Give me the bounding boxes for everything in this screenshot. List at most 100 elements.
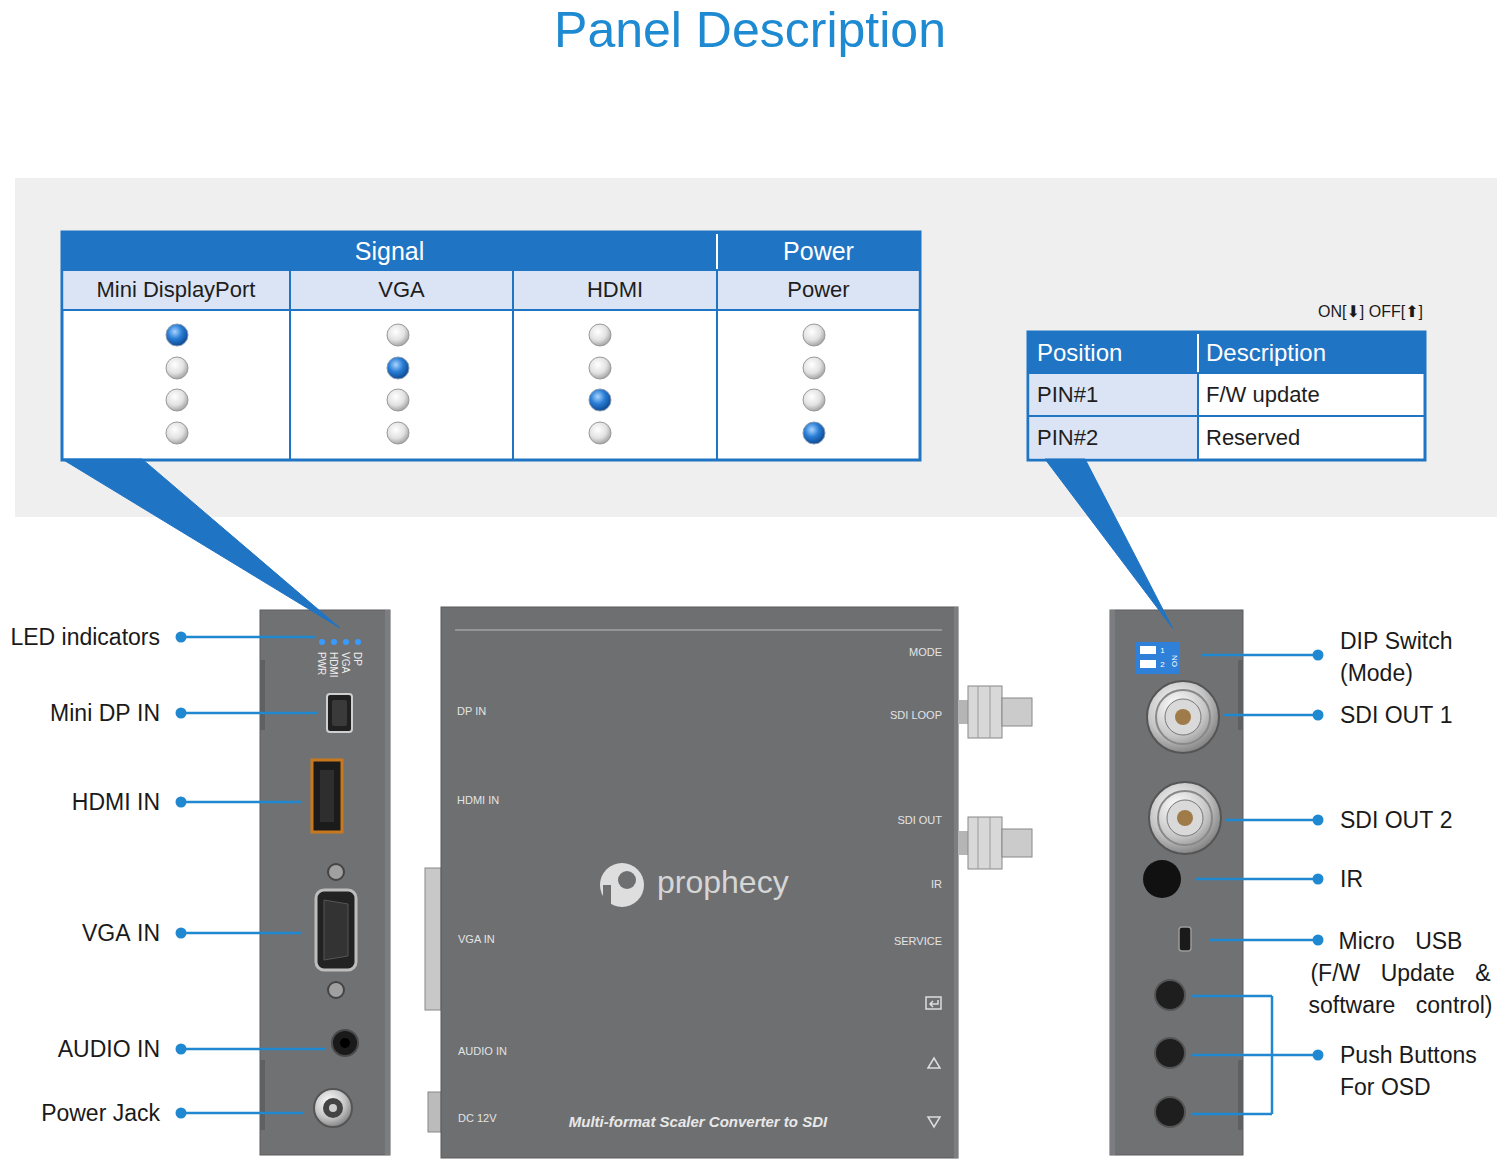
leader-line xyxy=(181,932,302,935)
product-name: Multi-format Scaler Converter to SDI xyxy=(538,1112,858,1132)
dip-switch xyxy=(1140,660,1156,668)
callout-label: IR xyxy=(1340,865,1490,893)
leader-dot xyxy=(1313,710,1324,721)
led-label: PWR xyxy=(316,652,327,682)
led-indicator xyxy=(343,639,349,645)
micro-usb-port xyxy=(1179,927,1191,951)
led-dot xyxy=(589,324,611,346)
led-dot xyxy=(166,324,188,346)
bnc-socket xyxy=(1158,791,1212,845)
switch-on-mark: ON xyxy=(1170,652,1179,670)
hdmi-port xyxy=(312,760,342,832)
bnc-socket xyxy=(1147,681,1221,854)
led-table-grid xyxy=(62,309,920,311)
switch-number: 2 xyxy=(1158,660,1167,669)
right-side-panel xyxy=(1110,610,1115,1155)
right-side-panel xyxy=(1238,1060,1243,1130)
led-table-grid xyxy=(289,270,291,460)
switch-number: 1 xyxy=(1158,646,1167,655)
audio-jack xyxy=(332,1030,358,1056)
table-header: Signal xyxy=(62,232,717,270)
power-jack xyxy=(314,1089,352,1127)
leader-line xyxy=(1192,1113,1272,1116)
background-band xyxy=(15,178,1497,517)
led-indicator xyxy=(331,639,337,645)
led-dot xyxy=(387,324,409,346)
bnc-connector xyxy=(978,686,979,738)
table-cell: Mini DisplayPort xyxy=(62,270,290,310)
leader-dot xyxy=(1313,815,1324,826)
background-band xyxy=(15,178,1497,517)
bnc-socket xyxy=(1177,810,1193,826)
port-label: DC 12V xyxy=(458,1111,528,1125)
left-side-panel xyxy=(260,610,390,1155)
brand-logo xyxy=(600,863,644,907)
bnc-connector xyxy=(968,817,1002,869)
push-button xyxy=(1155,1097,1185,1127)
dip-table-grid xyxy=(1028,415,1425,417)
led-dot xyxy=(589,389,611,411)
leader-line xyxy=(1202,654,1318,657)
bnc-socket xyxy=(1156,690,1210,744)
bnc-connector xyxy=(968,686,1002,738)
led-indicator xyxy=(319,639,361,645)
right-side-panel xyxy=(1110,610,1243,1155)
bnc-connector xyxy=(958,700,968,724)
led-label: HDMI xyxy=(328,652,339,682)
ir-window xyxy=(1143,860,1181,898)
led-table-grid xyxy=(512,270,514,460)
table-cell: PIN#2 xyxy=(1037,416,1197,460)
led-table-grid xyxy=(62,232,920,460)
leader-dot xyxy=(176,708,187,719)
bnc-socket xyxy=(1175,709,1191,725)
brand-logo xyxy=(603,885,611,905)
dip-switch xyxy=(1140,646,1156,654)
push-button xyxy=(1155,980,1185,1010)
dip-table-grid xyxy=(1197,334,1199,373)
led-dot xyxy=(166,422,188,444)
micro-usb-port xyxy=(1179,927,1191,951)
table-cell: HDMI xyxy=(513,270,717,310)
audio-jack xyxy=(332,1030,358,1056)
led-dot xyxy=(166,357,188,379)
callout-label: Push Buttons For OSD xyxy=(1340,1039,1490,1103)
left-side-panel xyxy=(260,660,265,730)
dip-table-grid xyxy=(1028,332,1425,460)
leader-dot xyxy=(1313,650,1324,661)
bnc-connector xyxy=(978,817,979,869)
brand-logo xyxy=(618,871,636,889)
leader-line xyxy=(1210,939,1318,942)
mini-dp-port xyxy=(327,694,352,732)
port-label: SDI OUT xyxy=(741,813,942,827)
page-title: Panel Description xyxy=(0,2,1500,58)
bnc-socket xyxy=(1165,699,1201,735)
led-status-table: SignalPowerMini DisplayPortVGAHDMIPower xyxy=(62,232,920,460)
led-table-grid xyxy=(716,234,718,270)
led-dot xyxy=(387,422,409,444)
bnc-connector xyxy=(958,686,1032,869)
brand-logo xyxy=(600,863,644,907)
table-cell: Reserved xyxy=(1206,416,1416,460)
leader-line xyxy=(1226,819,1318,822)
vga-port xyxy=(316,890,356,970)
dip-table-grid xyxy=(1028,332,1425,373)
led-dot xyxy=(166,389,188,411)
port-label: VGA IN xyxy=(458,932,578,946)
leader-dot xyxy=(1313,1050,1324,1061)
table-cell: VGA xyxy=(290,270,513,310)
leader-line xyxy=(1224,714,1318,717)
callout-wedge xyxy=(62,459,340,628)
top-view-body xyxy=(425,868,441,1010)
leader-line xyxy=(181,637,1318,1114)
vga-port xyxy=(316,864,356,998)
audio-jack xyxy=(340,1038,350,1048)
led-dot xyxy=(589,357,611,379)
callout-wedge xyxy=(1045,459,1173,628)
leader-dot xyxy=(176,1044,187,1055)
led-dot xyxy=(387,357,409,379)
bnc-connector xyxy=(1002,829,1032,857)
top-view-body xyxy=(954,607,958,1158)
table-cell: Power xyxy=(717,270,920,310)
osd-symbol xyxy=(928,1058,940,1068)
